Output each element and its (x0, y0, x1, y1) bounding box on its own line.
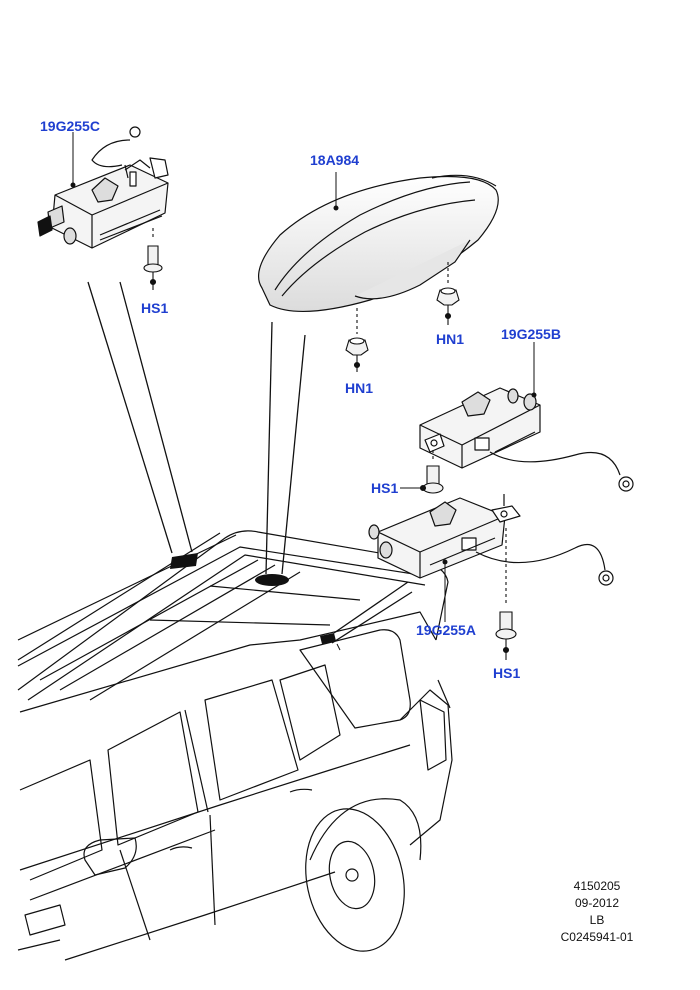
antenna-module-a (368, 494, 614, 586)
vehicle-outline (17, 530, 453, 961)
nut-right (436, 262, 460, 325)
callout-module-b: 19G255B (501, 326, 561, 342)
callout-fin-antenna: 18A984 (310, 152, 360, 168)
leader-dot-module-a (442, 559, 448, 565)
callout-module-c: 19G255C (40, 118, 100, 134)
fin-antenna (258, 174, 499, 313)
reference-code: LB (589, 913, 605, 927)
locator-leaders (87, 281, 413, 644)
screw-module-c (143, 228, 163, 290)
screw-module-b (400, 450, 444, 494)
reference-part-number: 4150205 (573, 879, 621, 893)
screw-module-a (495, 528, 517, 660)
callout-module-a: 19G255A (416, 622, 476, 638)
reference-illustration-id: C0245941-01 (560, 930, 634, 944)
callout-nut-left: HN1 (345, 380, 374, 396)
leader-dot-module-c (70, 182, 76, 188)
antenna-module-c (37, 126, 169, 249)
callout-screw-a: HS1 (493, 665, 521, 681)
reference-date: 09-2012 (574, 896, 620, 910)
antenna-module-b (419, 387, 634, 492)
callout-nut-right: HN1 (436, 331, 465, 347)
callout-screw-c: HS1 (141, 300, 169, 316)
nut-left (345, 308, 369, 372)
leader-dot-module-b (531, 392, 537, 398)
callout-screw-b: HS1 (371, 480, 399, 496)
leader-dot-fin-antenna (333, 205, 339, 211)
roof-locator-marks (170, 553, 341, 651)
